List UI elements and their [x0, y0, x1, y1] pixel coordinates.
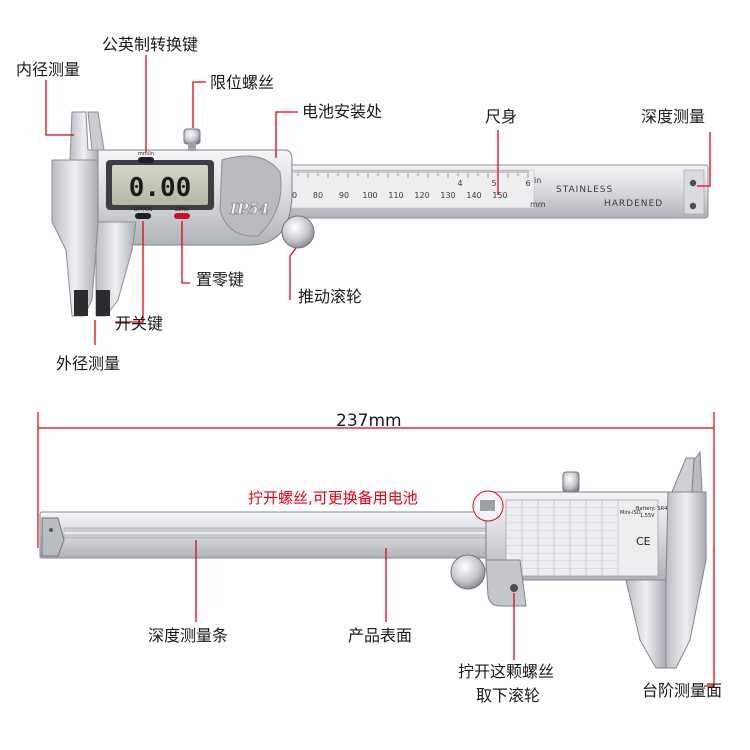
line-thumb-roller: [289, 247, 297, 300]
ip-rating-logo: IP54: [229, 200, 269, 218]
label-battery-location: 电池安装处: [302, 102, 383, 121]
label-thumb-roller: 推动滚轮: [298, 287, 363, 306]
power-button[interactable]: [135, 213, 151, 219]
label-roller-screw-line1: 拧开这颗螺丝: [458, 662, 555, 681]
moving-jaw-tip: [96, 290, 110, 316]
label-roller-screw-line2: 取下滚轮: [476, 686, 541, 705]
caliper-front-view: 708090100110120130140150456 in mm STAINL…: [51, 111, 709, 317]
back-upper-jaw-fixed: [671, 457, 695, 493]
back-battery-line1: Battery: SR44: [636, 506, 670, 512]
scale-strip: [283, 169, 535, 209]
scale-number: 130: [440, 191, 455, 200]
end-screw-bottom: [689, 202, 697, 210]
line-step-measure: [704, 548, 715, 687]
lcd-screen: [112, 165, 208, 205]
label-depth-measure: 深度测量: [641, 107, 706, 126]
fixed-jaw-tip: [74, 290, 88, 316]
spec-table-grid: [506, 500, 619, 576]
inch-metric-button[interactable]: [138, 157, 154, 163]
roller-bracket: [485, 559, 527, 607]
zero-button[interactable]: [174, 213, 190, 219]
label-inner-diameter: 内径测量: [16, 60, 81, 79]
line-power-key: [115, 221, 144, 323]
stamp-hardened: HARDENED: [604, 199, 663, 209]
back-brand: Mini-iSO: [620, 510, 641, 516]
back-moving-jaw: [625, 579, 667, 669]
roller-screw[interactable]: [510, 584, 518, 592]
scale-number: 100: [362, 191, 377, 200]
limit-screw[interactable]: [183, 128, 201, 145]
dimension-237mm: [37, 412, 715, 548]
zero-label: ZERO: [175, 207, 189, 213]
scale-number: 80: [313, 191, 323, 200]
line-limit-screw: [192, 81, 206, 128]
scale-number: 90: [339, 191, 349, 200]
battery-screw-detail: [480, 500, 495, 511]
scale-number: 120: [414, 191, 429, 200]
scale-unit-mm: mm: [530, 200, 546, 209]
scale-ticks: [287, 170, 529, 178]
off-on-label: OFF/ON: [133, 207, 152, 213]
caliper-back-view: Mini-iSO Battery: SR44 1.55V CE: [39, 450, 707, 669]
limit-screw-neck: [188, 143, 196, 151]
back-battery-line2: 1.55V: [640, 513, 655, 519]
label-length-dimension: 237mm: [336, 411, 402, 431]
top-callout-lines: [45, 55, 711, 345]
thumb-roller[interactable]: [281, 215, 315, 249]
scale-unit-in: in: [534, 176, 541, 185]
label-outer-diameter: 外径测量: [56, 354, 121, 373]
label-limit-screw: 限位螺丝: [210, 73, 275, 92]
depth-rod-end: [41, 517, 65, 557]
bottom-callout-lines: [195, 540, 715, 687]
label-zero-key: 置零键: [196, 270, 245, 289]
label-product-surface: 产品表面: [348, 626, 413, 645]
label-battery-screw-note: 拧开螺丝,可更换备用电池: [248, 489, 418, 507]
inch-scale-number: 4: [457, 179, 462, 188]
line-zero-key: [181, 221, 190, 284]
back-limit-screw[interactable]: [562, 471, 580, 493]
scale-number: 140: [466, 191, 481, 200]
beam-end-cap: [683, 169, 705, 215]
label-power-key: 开关键: [115, 314, 164, 333]
stamp-stainless: STAINLESS: [556, 185, 613, 195]
end-screw-top: [689, 179, 697, 187]
display-reading: 0.00: [129, 173, 192, 203]
label-step-measure: 台阶测量面: [642, 681, 723, 700]
scale-number: 110: [388, 191, 403, 200]
back-thumb-roller[interactable]: [450, 554, 486, 590]
label-depth-rod: 深度测量条: [148, 626, 229, 645]
battery-cover: [219, 155, 282, 237]
back-fixed-jaw: [665, 491, 707, 669]
label-main-beam: 尺身: [485, 107, 518, 126]
label-inch-metric-key: 公英制转换键: [102, 35, 199, 54]
unit-key-label: mm/in: [138, 151, 154, 157]
scale-number: 150: [492, 191, 507, 200]
inch-scale-number: 5: [491, 179, 496, 188]
line-battery: [275, 111, 298, 158]
inch-scale-number: 6: [525, 179, 530, 188]
ce-mark: CE: [636, 535, 651, 548]
depth-end-screw: [49, 528, 53, 532]
line-inner-diameter: [45, 80, 74, 136]
line-depth: [697, 132, 711, 187]
moving-inner-jaw: [87, 111, 105, 151]
